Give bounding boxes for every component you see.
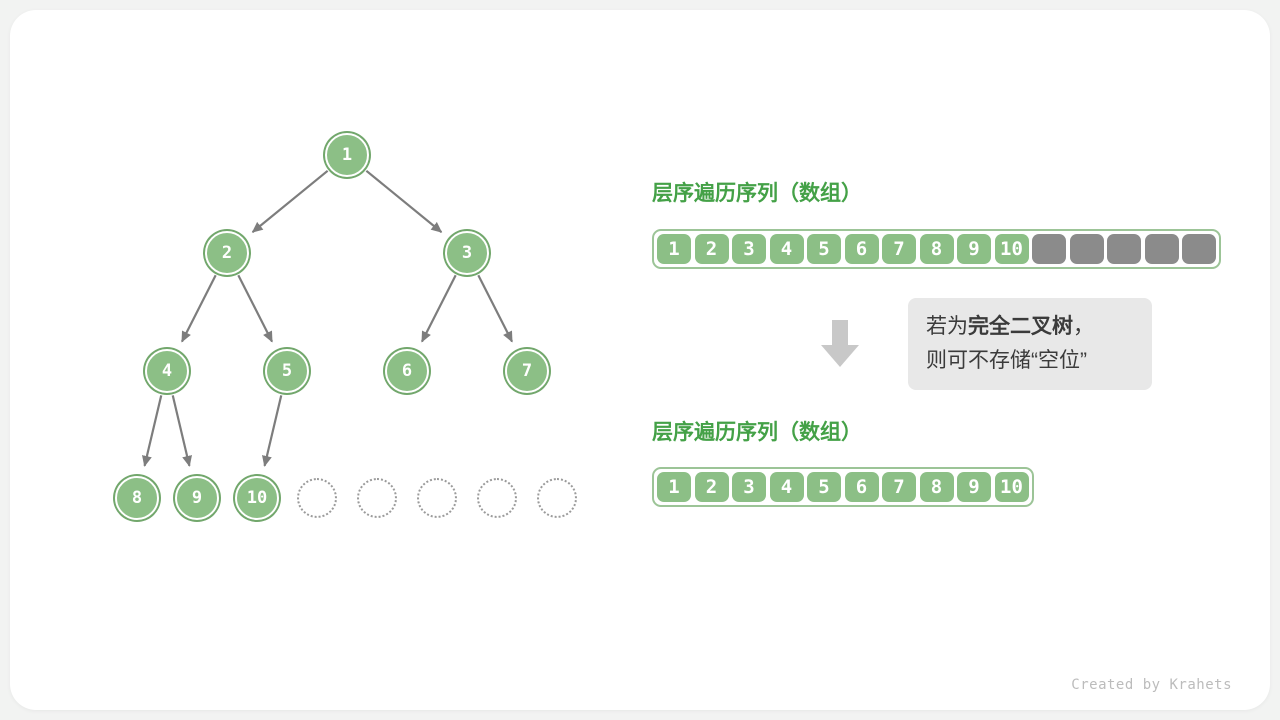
bottom-array-label: 层序遍历序列（数组） xyxy=(652,421,862,444)
array-cell: 6 xyxy=(844,234,879,264)
tree-node: 7 xyxy=(505,349,549,393)
down-arrow-head xyxy=(821,345,859,367)
array-cell: 10 xyxy=(994,234,1029,264)
array-cell: 5 xyxy=(807,472,841,502)
note-text-bold: 完全二叉树 xyxy=(968,315,1073,338)
watermark: Created by Krahets xyxy=(1071,677,1232,693)
array-cell: 7 xyxy=(882,472,916,502)
array-cell: 7 xyxy=(882,234,916,264)
array-cell: 4 xyxy=(769,234,804,264)
empty-node xyxy=(297,478,337,518)
array-cell: 5 xyxy=(807,234,841,264)
array-cell-empty xyxy=(1107,234,1141,264)
array-cell: 8 xyxy=(919,472,954,502)
tree-node: 8 xyxy=(115,476,159,520)
array-cell: 4 xyxy=(769,472,804,502)
array-cell: 6 xyxy=(844,472,879,502)
array-cell: 9 xyxy=(957,234,991,264)
tree-node: 4 xyxy=(145,349,189,393)
note-line2: 则可不存储“空位” xyxy=(926,349,1087,373)
array-cell-empty xyxy=(1144,234,1179,264)
empty-node xyxy=(417,478,457,518)
top-array-label: 层序遍历序列（数组） xyxy=(652,182,862,205)
note-text: ， xyxy=(1073,315,1094,338)
note-text: 若为 xyxy=(926,315,968,338)
empty-node xyxy=(537,478,577,518)
tree-node: 10 xyxy=(235,476,279,520)
array-cell: 3 xyxy=(732,472,766,502)
note-box: 若为完全二叉树， 则可不存储“空位” xyxy=(908,298,1152,391)
array-cell: 1 xyxy=(657,472,691,502)
array-cell: 2 xyxy=(694,234,729,264)
array-cell-empty xyxy=(1032,234,1066,264)
array-cell: 3 xyxy=(732,234,766,264)
tree-node: 6 xyxy=(385,349,429,393)
tree-node: 5 xyxy=(265,349,309,393)
array-cell: 9 xyxy=(957,472,991,502)
down-arrow-stem xyxy=(832,320,848,345)
array-cell-empty xyxy=(1069,234,1104,264)
tree-node: 3 xyxy=(445,231,489,275)
tree-node: 1 xyxy=(325,133,369,177)
array-cell: 8 xyxy=(919,234,954,264)
array-cell: 2 xyxy=(694,472,729,502)
tree-node: 9 xyxy=(175,476,219,520)
note-line1: 若为完全二叉树， xyxy=(926,310,1134,344)
array-cell: 1 xyxy=(657,234,691,264)
empty-node xyxy=(357,478,397,518)
down-arrow-icon xyxy=(821,320,859,368)
empty-node xyxy=(477,478,517,518)
tree-node: 2 xyxy=(205,231,249,275)
array-cell-empty xyxy=(1182,234,1216,264)
array-cell: 10 xyxy=(994,472,1029,502)
